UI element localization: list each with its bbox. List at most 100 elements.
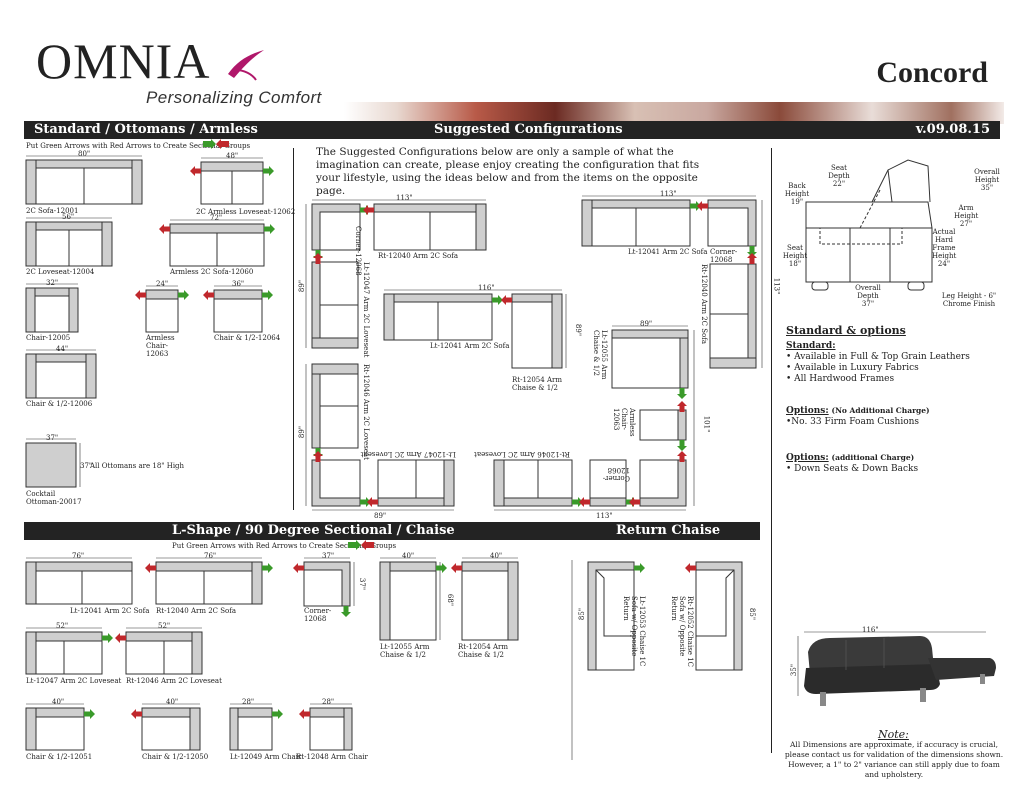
label-ottoman: Cocktail Ottoman-20017 [26, 490, 82, 506]
section-bar-top: Standard / Ottomans / Armless Suggested … [24, 121, 1000, 139]
label-rt12040-l: Rt-12040 Arm 2C Sofa [156, 607, 237, 615]
label-chair-half-12006: Chair & 1/2-12006 [26, 400, 93, 408]
piece-chair-half [213, 289, 263, 333]
label-2c-sofa: 2C Sofa-12001 [26, 207, 79, 215]
divider-left [293, 148, 294, 510]
standard-pieces-diagram [25, 155, 275, 488]
lshape-pieces-diagram [25, 557, 743, 760]
note-title: Note: [878, 728, 909, 741]
piece-2c-loveseat [25, 221, 113, 267]
ottoman-note: All Ottomans are 18" High [90, 462, 185, 470]
label-lt12047-l: Lt-12047 Arm 2C Loveseat [26, 677, 122, 685]
bar-return-chaise-title: Return Chaise [616, 523, 721, 538]
dim-113-a: 113" [396, 194, 413, 202]
standard-label: Standard: [786, 341, 836, 351]
piece-chair [25, 287, 79, 333]
label-chair-half-12050: Chair & 1/2-12050 [142, 753, 209, 761]
label-lt12055-l: Lt-12055 Arm Chaise & 1/2 [380, 643, 430, 659]
dim-85-b: 85" [748, 607, 757, 621]
label-leg-height: Leg Height - 6" Chrome Finish [941, 292, 997, 308]
dim-52-a: 52" [56, 622, 69, 630]
bar-lshape-title: L-Shape / 90 Degree Sectional / Chaise [172, 523, 455, 538]
suggested-configurations-diagram [305, 195, 763, 511]
label-lt12049: Lt-12049 Arm Chair [230, 753, 302, 761]
charge-note: (additional Charge) [831, 453, 915, 462]
label-corner-l: Corner-12068 [304, 607, 332, 623]
label-lt12053: Lt-12053 Chaise 1C Sofa w/ Opposite Retu… [622, 596, 646, 667]
label-chair: Chair-12005 [26, 334, 71, 342]
bar-version: v.09.08.15 [915, 122, 990, 137]
label-seat-height: Seat Height 18" [782, 244, 808, 268]
leather-banner [344, 102, 1004, 124]
dim-116: 116" [478, 284, 495, 292]
intro-text: The Suggested Configurations below are o… [316, 146, 700, 197]
dim-48: 48" [226, 152, 239, 160]
label-seat-depth: Seat Depth 22" [828, 164, 850, 188]
no-charge-label: Options: (No Additional Charge) [786, 405, 930, 417]
piece-chair-half-12006 [25, 353, 97, 399]
dim-36: 36" [232, 280, 245, 288]
standard-item-1: • Available in Full & Top Grain Leathers [786, 352, 970, 362]
label-corner-b: Corner-12068 [710, 248, 738, 264]
no-charge-note: (No Additional Charge) [831, 406, 930, 415]
label-rt12052: Rt-12052 Chaise 1C Sofa w/ Opposite Retu… [670, 596, 694, 667]
charge-item-1: • Down Seats & Down Backs [786, 464, 919, 474]
section-bar-bottom: L-Shape / 90 Degree Sectional / Chaise R… [24, 522, 760, 540]
label-rt12048: Rt-12048 Arm Chair [296, 753, 368, 761]
dim-113-b: 113" [660, 190, 677, 198]
piece-armless-chair [145, 289, 179, 333]
label-rt12054-c: Rt-12054 Arm Chaise & 1/2 [512, 376, 562, 392]
label-rt12054-l: Rt-12054 Arm Chaise & 1/2 [458, 643, 508, 659]
dim-24: 24" [156, 280, 169, 288]
charge-label: Options: (additional Charge) [786, 452, 914, 464]
dim-40-d: 40" [166, 698, 179, 706]
dim-37-l: 37" [322, 552, 335, 560]
dim-76-b: 76" [204, 552, 217, 560]
bar-suggested-title: Suggested Configurations [434, 122, 623, 137]
standard-item-2: • Available in Luxury Fabrics [786, 363, 919, 373]
label-back-height: Back Height 19" [784, 182, 810, 206]
dim-37-side: 37" [80, 462, 93, 470]
brand-tagline: Personalizing Comfort [146, 88, 322, 107]
label-chair-half: Chair & 1/2-12064 [214, 334, 281, 342]
dim-28-a: 28" [242, 698, 255, 706]
piece-armless-2c-sofa [169, 223, 265, 267]
charge-heading: Options: [786, 453, 829, 463]
label-arm-height: Arm Height 27" [954, 204, 979, 228]
dim-76-a: 76" [72, 552, 85, 560]
label-rt12040-a: Rt-12040 Arm 2C Sofa [378, 252, 459, 260]
label-2c-loveseat: 2C Loveseat-12004 [26, 268, 95, 276]
label-chair-half-12051: Chair & 1/2-12051 [26, 753, 93, 761]
dim-89-d: 89" [374, 512, 387, 520]
side-profile-diagram [805, 159, 933, 291]
dim-28-b: 28" [322, 698, 335, 706]
dim-56: 56" [62, 213, 75, 221]
dim-80: 80" [78, 150, 91, 158]
dim-37-l-side: 37" [358, 577, 367, 591]
label-armless-chair: Armless Chair-12063 [146, 334, 175, 358]
piece-2c-sofa [25, 159, 143, 205]
brand-logo: OMNIA [36, 33, 211, 89]
divider-right [771, 148, 772, 753]
dim-40-b: 40" [490, 552, 503, 560]
dim-85-a: 85" [578, 607, 587, 621]
note-text: All Dimensions are approximate, if accur… [784, 740, 1004, 779]
label-lt12041-c: Lt-12041 Arm 2C Sofa [430, 342, 510, 350]
photo-dim-width: 116" [862, 626, 879, 634]
no-charge-item-1: •No. 33 Firm Foam Cushions [786, 417, 920, 427]
hint-text-2: Put Green Arrows with Red Arrows to Crea… [172, 542, 397, 550]
label-overall-height: Overall Height 35" [974, 168, 1000, 192]
model-title: Concord [876, 56, 988, 89]
dim-40-a: 40" [402, 552, 415, 560]
dim-32: 32" [46, 279, 59, 287]
bar-standard-title: Standard / Ottomans / Armless [34, 122, 258, 137]
dim-72: 72" [210, 214, 223, 222]
label-frame-height: Actual Hard Frame Height 24" [932, 228, 957, 268]
dim-113-c: 113" [596, 512, 613, 520]
photo-dim-height: 35" [790, 663, 799, 677]
hint-text: Put Green Arrows with Red Arrows to Crea… [26, 142, 251, 150]
options-title: Standard & options [786, 324, 906, 337]
label-overall-depth: Overall Depth 37" [855, 284, 881, 308]
no-charge-heading: Options: [786, 406, 829, 416]
dim-37-top: 37" [46, 434, 59, 442]
